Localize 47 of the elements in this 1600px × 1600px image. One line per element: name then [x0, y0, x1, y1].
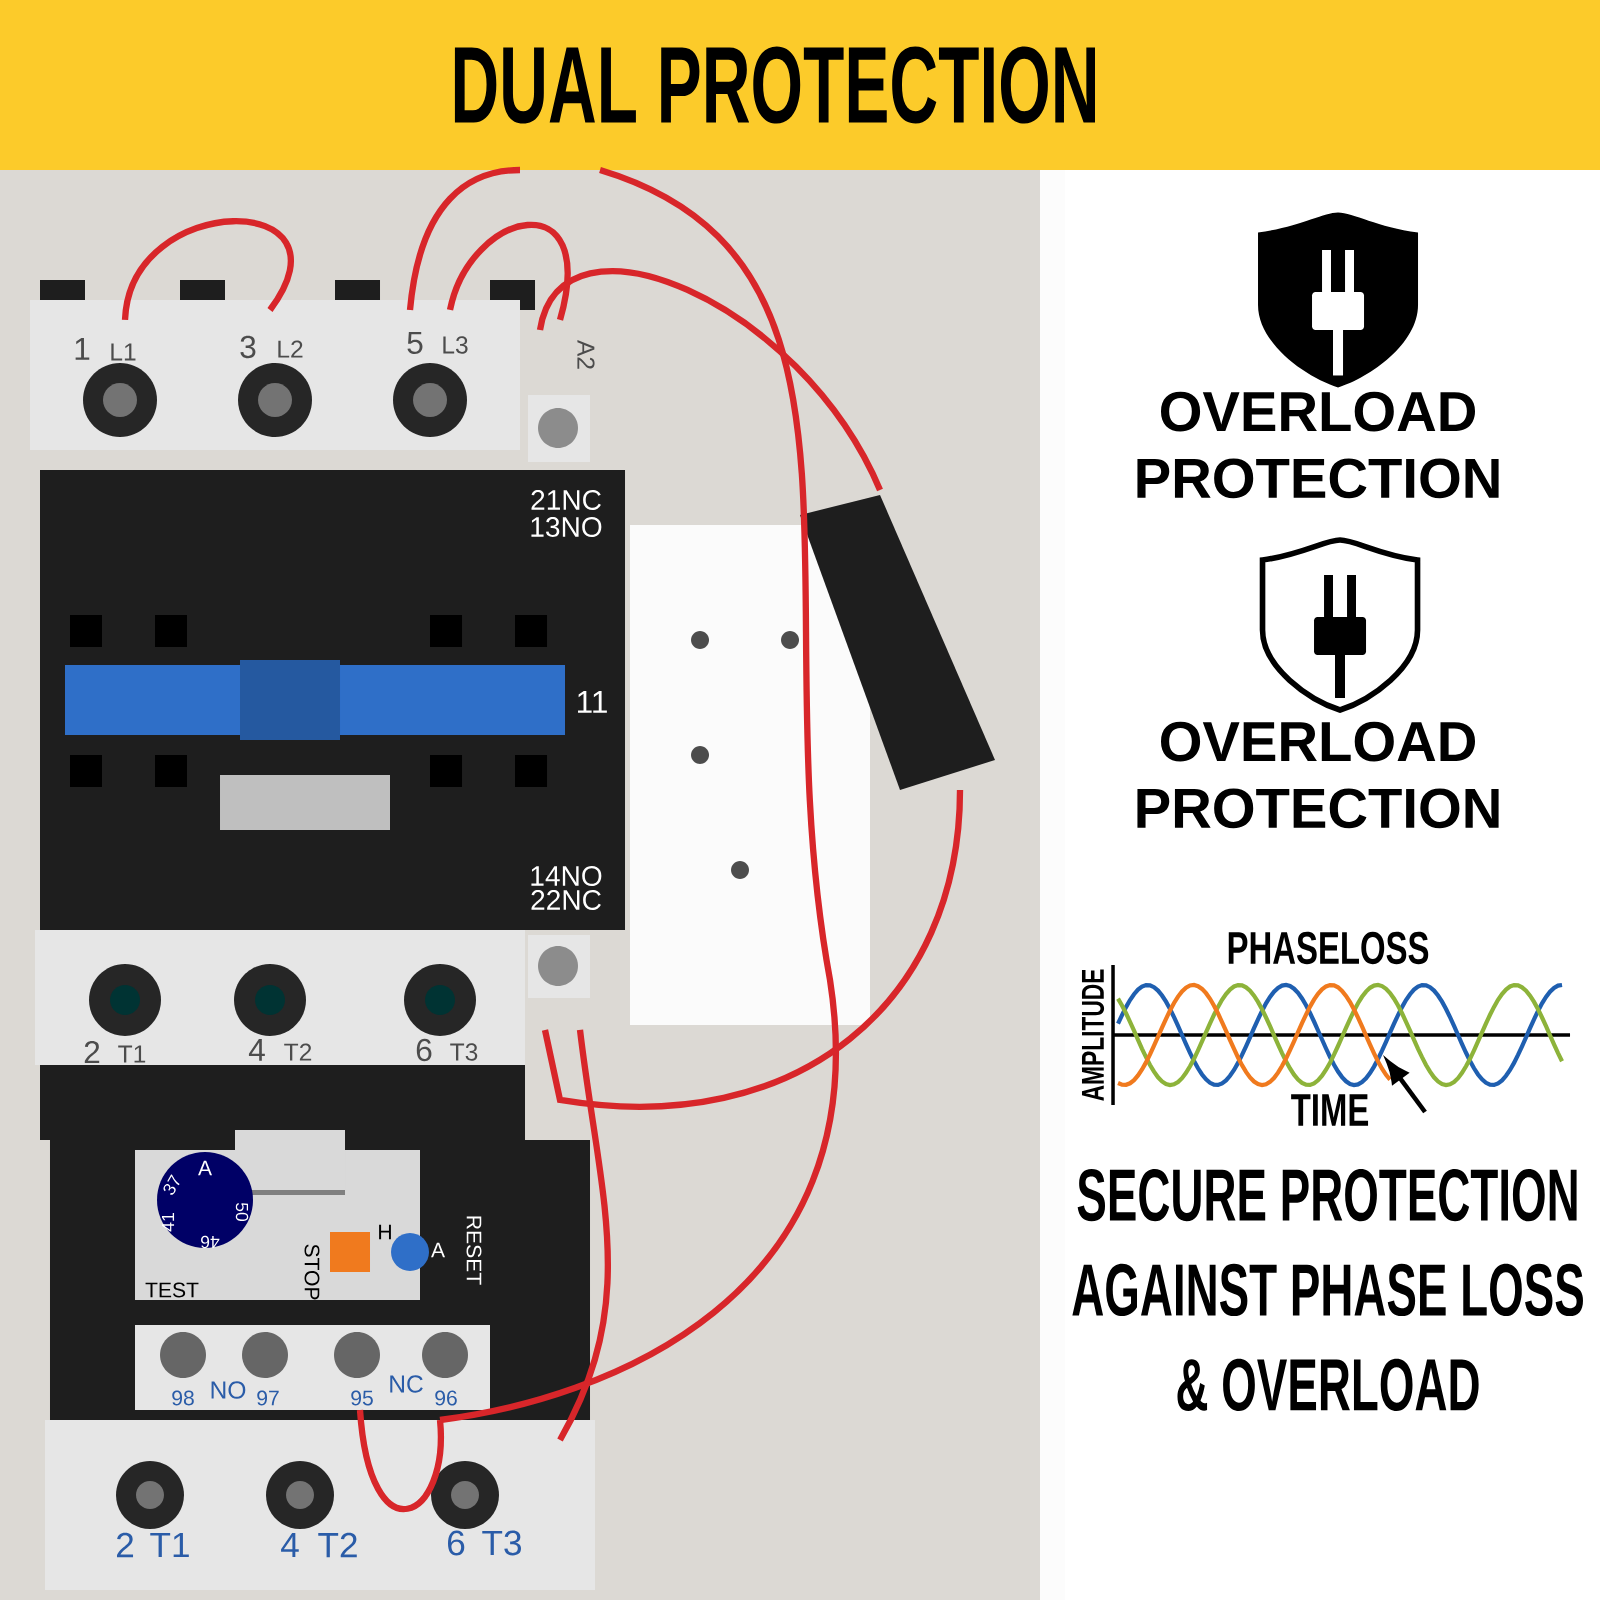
terminal-label: 2: [84, 1040, 100, 1064]
button-label: STOP: [304, 1244, 320, 1300]
contact-label: 13NO: [531, 517, 602, 537]
terminal-label: 2: [117, 1532, 134, 1558]
terminal-label: T3: [482, 1530, 521, 1556]
button-label: TEST: [145, 1282, 199, 1298]
feature-heading: OVERLOAD PROTECTION: [1137, 391, 1499, 499]
contact-label: 21NC: [531, 490, 601, 510]
chart-title: PHASELOSS: [1228, 931, 1429, 965]
terminal-label: 6: [448, 1530, 465, 1556]
axis-label: TIME: [1291, 1094, 1369, 1126]
dial-label: A: [198, 1160, 213, 1176]
terminal-label: L1: [111, 343, 136, 361]
contact-label: 14NO: [531, 866, 602, 886]
terminal-label: A2: [577, 340, 595, 369]
title: DUAL PROTECTION: [454, 46, 1095, 124]
terminal-label: 95: [351, 1390, 373, 1406]
dial-label: 50: [235, 1202, 249, 1222]
terminal-label: L3: [443, 336, 468, 354]
dial-label: 46: [201, 1235, 220, 1249]
terminal-label: 1: [75, 338, 90, 360]
contact-label: 22NC: [531, 890, 601, 910]
terminal-label: L2: [278, 340, 303, 358]
terminal-label: 97: [257, 1390, 279, 1406]
terminal-label: T3: [450, 1043, 478, 1061]
contact-label: 11: [578, 691, 607, 713]
terminal-label: NO: [211, 1381, 246, 1399]
terminal-label: T1: [118, 1045, 146, 1063]
feature-heading: OVERLOAD PROTECTION: [1137, 721, 1499, 829]
button-label: H: [379, 1224, 391, 1240]
terminal-label: 96: [435, 1390, 457, 1406]
axis-label: AMPLITUDE: [1081, 969, 1105, 1101]
dial-label: 41: [162, 1213, 175, 1232]
terminal-label: 4: [248, 1039, 265, 1061]
terminal-label: 6: [416, 1038, 432, 1062]
terminal-label: 5: [407, 331, 423, 355]
terminal-label: 4: [281, 1532, 299, 1558]
terminal-label: NC: [390, 1375, 423, 1393]
tagline: SECURE PROTECTION AGAINST PHASE LOSS & OVERLOAD: [1072, 1168, 1583, 1411]
dial-label: 37: [163, 1174, 180, 1195]
terminal-label: T2: [318, 1532, 357, 1558]
terminal-label: T2: [284, 1043, 312, 1061]
terminal-label: 98: [172, 1390, 194, 1406]
button-label: A: [431, 1242, 446, 1258]
terminal-label: T1: [150, 1532, 189, 1558]
button-label: RESET: [466, 1216, 482, 1285]
terminal-label: 3: [240, 335, 256, 359]
